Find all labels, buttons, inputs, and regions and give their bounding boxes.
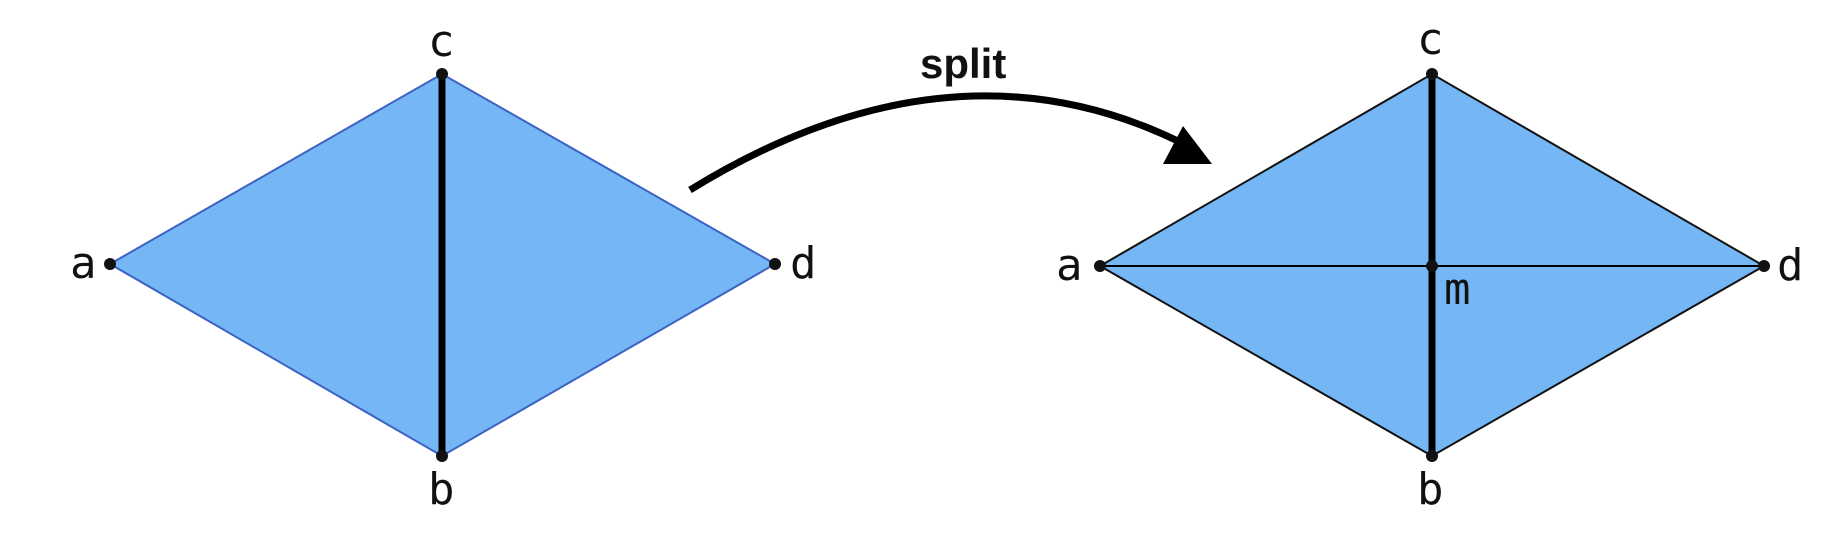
- after-label-c: c: [1417, 14, 1444, 65]
- before-mesh: a c d b: [70, 16, 817, 515]
- after-vertex-m: [1426, 260, 1438, 272]
- before-vertex-a: [104, 258, 116, 270]
- after-mesh: a c d b m: [1056, 14, 1804, 515]
- after-label-b: b: [1417, 464, 1444, 515]
- after-vertex-d: [1758, 260, 1770, 272]
- after-vertex-c: [1426, 68, 1438, 80]
- before-vertex-d: [769, 258, 781, 270]
- before-label-d: d: [790, 238, 817, 289]
- after-label-m: m: [1444, 264, 1471, 315]
- before-label-c: c: [428, 16, 455, 67]
- after-label-d: d: [1777, 240, 1804, 291]
- split-arrow-head: [1163, 126, 1212, 164]
- split-arrow-curve: [688, 92, 1182, 193]
- after-vertex-b: [1426, 450, 1438, 462]
- before-vertex-b: [436, 450, 448, 462]
- split-label: split: [920, 40, 1006, 87]
- split-arrow: split: [688, 40, 1212, 193]
- before-vertex-c: [436, 68, 448, 80]
- before-label-a: a: [70, 238, 97, 289]
- before-label-b: b: [428, 464, 455, 515]
- after-vertex-a: [1094, 260, 1106, 272]
- after-label-a: a: [1056, 240, 1083, 291]
